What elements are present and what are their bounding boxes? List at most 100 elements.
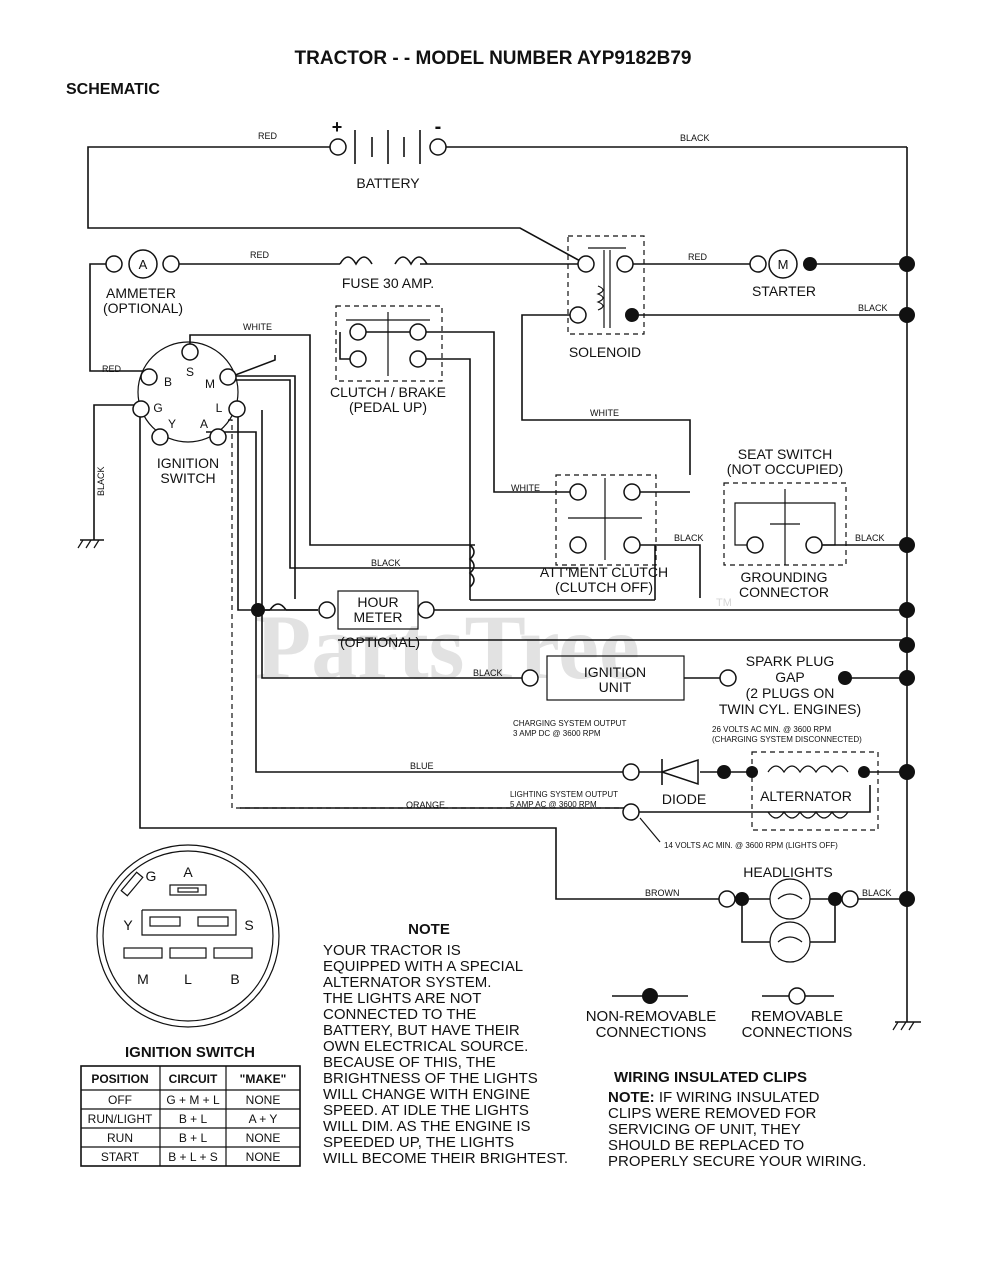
- wire-label: BLACK: [674, 533, 704, 543]
- wire-label: BLACK: [96, 466, 106, 496]
- watermark: PartsTree: [255, 596, 640, 698]
- table-cell: G + M + L: [166, 1093, 220, 1107]
- alternator-volts-2: (CHARGING SYSTEM DISCONNECTED): [712, 735, 862, 744]
- note-line: SPEEDED UP, THE LIGHTS: [323, 1134, 514, 1151]
- wire-label: BLACK: [473, 668, 503, 678]
- ignition-switch-table: IGNITION SWITCH POSITION CIRCUIT "MAKE" …: [80, 1044, 301, 1167]
- plug-b: B: [230, 971, 239, 987]
- starter-symbol: M: [778, 257, 789, 272]
- note-line: ALTERNATOR SYSTEM.: [323, 974, 491, 991]
- solenoid-label: SOLENOID: [569, 344, 641, 360]
- note-line: EQUIPPED WITH A SPECIAL: [323, 958, 523, 975]
- alternator-label: ALTERNATOR: [760, 788, 852, 804]
- wiring-clips-note: WIRING INSULATED CLIPS NOTE: IF WIRING I…: [608, 1069, 866, 1170]
- term-y: Y: [168, 417, 176, 431]
- note-heading: NOTE: [408, 921, 450, 938]
- wiring-clips-line3: SERVICING OF UNIT, THEY: [608, 1121, 801, 1138]
- term-b: B: [164, 375, 172, 389]
- table-cell: OFF: [108, 1093, 132, 1107]
- wiring-clips-note-label: NOTE:: [608, 1089, 655, 1106]
- wire-label: BLACK: [858, 303, 888, 313]
- note-line: OWN ELECTRICAL SOURCE.: [323, 1038, 528, 1055]
- term-g: G: [153, 401, 162, 415]
- table-cell: B + L: [179, 1131, 208, 1145]
- table-header: POSITION: [91, 1072, 148, 1086]
- wire-label: ORANGE: [406, 800, 445, 810]
- legend: NON-REMOVABLE CONNECTIONS REMOVABLE CONN…: [586, 987, 853, 1041]
- ignition-unit-label-2: UNIT: [599, 679, 632, 695]
- note-block: NOTE YOUR TRACTOR IS EQUIPPED WITH A SPE…: [323, 921, 568, 1167]
- ignition-unit: IGNITION UNIT: [521, 655, 685, 701]
- wire-label: RED: [102, 364, 122, 374]
- plug-s: S: [244, 917, 253, 933]
- attachment-clutch-switch: ATT'MENT CLUTCH (CLUTCH OFF): [540, 474, 668, 595]
- wire-label: BLUE: [410, 761, 434, 771]
- headlights: HEADLIGHTS: [718, 864, 859, 963]
- ammeter-optional: (OPTIONAL): [103, 300, 183, 316]
- table-cell: RUN: [107, 1131, 133, 1145]
- term-a: A: [200, 417, 208, 431]
- watermark-tm: TM: [716, 597, 732, 609]
- headlights-label: HEADLIGHTS: [743, 864, 832, 880]
- table-header: "MAKE": [240, 1072, 287, 1086]
- ammeter-label: AMMETER: [106, 285, 176, 301]
- wiring-clips-line5: PROPERLY SECURE YOUR WIRING.: [608, 1153, 866, 1170]
- seat-switch-sub: (NOT OCCUPIED): [727, 461, 843, 477]
- wiring-clips-heading: WIRING INSULATED CLIPS: [614, 1069, 807, 1086]
- wires: [87, 146, 908, 1022]
- note-line: BRIGHTNESS OF THE LIGHTS: [323, 1070, 538, 1087]
- grounding-label-2: CONNECTOR: [739, 584, 829, 600]
- legend-removable-2: CONNECTIONS: [742, 1024, 853, 1041]
- battery-label: BATTERY: [356, 175, 420, 191]
- diode: DIODE: [622, 758, 731, 807]
- diode-label: DIODE: [662, 791, 706, 807]
- plug-l: L: [184, 971, 192, 987]
- starter: M STARTER: [749, 249, 817, 299]
- spark-plug: SPARK PLUG GAP (2 PLUGS ON TWIN CYL. ENG…: [719, 653, 861, 717]
- starter-label: STARTER: [752, 283, 816, 299]
- solenoid: SOLENOID: [567, 235, 645, 360]
- attment-clutch-label: ATT'MENT CLUTCH: [540, 564, 668, 580]
- clutch-brake-switch: CLUTCH / BRAKE (PEDAL UP): [330, 305, 446, 415]
- table-cell: A + Y: [249, 1112, 278, 1126]
- lighting-volts: 14 VOLTS AC MIN. @ 3600 RPM (LIGHTS OFF): [664, 841, 838, 850]
- table-cell: NONE: [246, 1093, 281, 1107]
- wire-label: BROWN: [645, 888, 680, 898]
- plug-m: M: [137, 971, 149, 987]
- table-cell: START: [101, 1150, 140, 1164]
- hour-meter-optional: (OPTIONAL): [340, 634, 420, 650]
- seat-switch: SEAT SWITCH (NOT OCCUPIED) GROUNDING CON…: [723, 446, 847, 600]
- wiring-clips-line2: CLIPS WERE REMOVED FOR: [608, 1105, 817, 1122]
- lighting-output: [622, 803, 661, 843]
- note-line: SPEED. AT IDLE THE LIGHTS: [323, 1102, 529, 1119]
- wiring-clips-line1: NOTE: IF WIRING INSULATED: [608, 1089, 820, 1106]
- clutch-brake-label: CLUTCH / BRAKE: [330, 384, 446, 400]
- seat-switch-label: SEAT SWITCH: [738, 446, 832, 462]
- table-cell: NONE: [246, 1150, 281, 1164]
- ignition-plug-diagram: A G Y S M L B: [96, 844, 280, 1028]
- note-line: WILL DIM. AS THE ENGINE IS: [323, 1118, 531, 1135]
- note-line: BATTERY, BUT HAVE THEIR: [323, 1022, 520, 1039]
- legend-non-removable: NON-REMOVABLE: [586, 1008, 717, 1025]
- wire-label: BLACK: [855, 533, 885, 543]
- ground-symbol-left: [77, 539, 104, 549]
- bus-connections: [899, 256, 915, 907]
- wire-label: WHITE: [511, 483, 540, 493]
- term-l: L: [216, 401, 223, 415]
- spark-plug-label-4: TWIN CYL. ENGINES): [719, 701, 861, 717]
- wire-label: BLACK: [371, 558, 401, 568]
- charging-output: CHARGING SYSTEM OUTPUT: [513, 719, 626, 728]
- spark-plug-label: SPARK PLUG: [746, 653, 834, 669]
- alternator-volts: 26 VOLTS AC MIN. @ 3600 RPM: [712, 725, 831, 734]
- attment-clutch-sub: (CLUTCH OFF): [555, 579, 653, 595]
- wire-label: BLACK: [862, 888, 892, 898]
- wire-label: RED: [258, 131, 278, 141]
- table-header: CIRCUIT: [169, 1072, 218, 1086]
- table-cell: B + L + S: [168, 1150, 218, 1164]
- fuse: FUSE 30 AMP.: [342, 275, 434, 291]
- hour-meter-label-2: METER: [354, 609, 403, 625]
- wiring-clips-line4: SHOULD BE REPLACED TO: [608, 1137, 804, 1154]
- ignition-switch: B S M G L Y A IGNITION SWITCH: [132, 341, 246, 486]
- fuse-label: FUSE 30 AMP.: [342, 275, 434, 291]
